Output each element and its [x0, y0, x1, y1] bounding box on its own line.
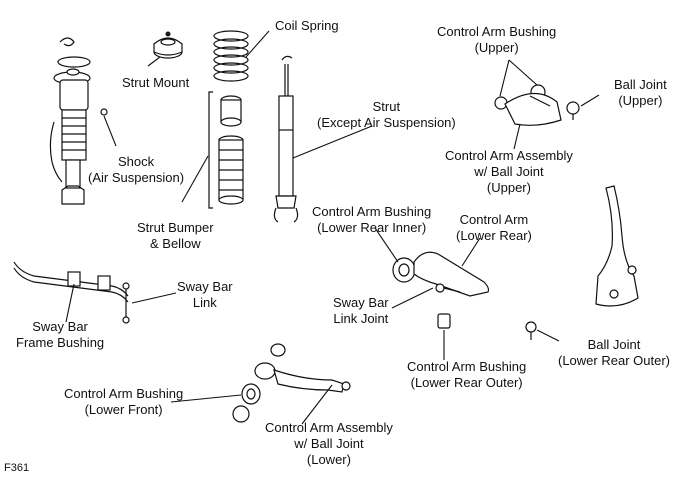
label-line: Sway Bar — [32, 319, 88, 334]
label-line: Control Arm Assembly — [445, 148, 573, 163]
label-ball-joint-upper: Ball Joint (Upper) — [614, 77, 667, 109]
upper-control-arm-part — [494, 84, 580, 126]
lower-rear-control-arm-part — [392, 251, 490, 297]
label-control-arm-assembly-lower: Control Arm Assembly w/ Ball Joint (Lowe… — [265, 420, 393, 468]
strut-bumper-part — [208, 91, 244, 209]
label-line: Control Arm Assembly — [265, 420, 393, 435]
label-line: Link Joint — [333, 311, 389, 326]
ball-joint-lower-rear-outer-part — [525, 321, 537, 340]
label-line: Strut Mount — [122, 75, 190, 90]
label-control-arm-lower-rear: Control Arm (Lower Rear) — [456, 212, 532, 244]
label-line: (Lower Rear Inner) — [317, 220, 427, 235]
sway-bar-part — [13, 261, 129, 303]
label-line: Coil Spring — [275, 18, 339, 33]
leader-lines — [65, 30, 600, 425]
label-strut-bumper: Strut Bumper & Bellow — [137, 220, 214, 252]
label-sway-bar-frame-bushing: Sway Bar Frame Bushing — [16, 319, 104, 351]
air-shock-part — [49, 37, 108, 205]
label-sway-bar-link-joint: Sway Bar Link Joint — [333, 295, 389, 327]
label-line: & Bellow — [150, 236, 201, 251]
label-line: Control Arm Bushing — [64, 386, 184, 401]
label-line: (Lower Rear) — [456, 228, 532, 243]
label-line: Link — [192, 295, 217, 310]
label-control-arm-bushing-lower-front: Control Arm Bushing (Lower Front) — [64, 386, 183, 418]
knuckle-part — [595, 185, 639, 307]
label-line: w/ Ball Joint — [474, 164, 544, 179]
label-line: Frame Bushing — [16, 335, 105, 350]
label-control-arm-bushing-upper: Control Arm Bushing (Upper) — [437, 24, 556, 56]
label-ball-joint-lower-rear-outer: Ball Joint (Lower Rear Outer) — [558, 337, 670, 369]
label-strut: Strut (Except Air Suspension) — [317, 99, 456, 131]
label-line: (Lower Rear Outer) — [558, 353, 670, 368]
label-line: Shock — [117, 154, 155, 169]
label-sway-bar-link: Sway Bar Link — [177, 279, 233, 311]
label-shock: Shock (Air Suspension) — [88, 154, 184, 186]
label-line: Ball Joint — [587, 337, 641, 352]
label-line: Sway Bar — [177, 279, 233, 294]
label-control-arm-bushing-lower-rear-inner: Control Arm Bushing (Lower Rear Inner) — [312, 204, 431, 236]
label-line: Sway Bar — [333, 295, 389, 310]
label-control-arm-assembly-upper: Control Arm Assembly w/ Ball Joint (Uppe… — [445, 148, 573, 196]
label-control-arm-bushing-lower-rear-outer: Control Arm Bushing (Lower Rear Outer) — [407, 359, 526, 391]
label-line: Control Arm Bushing — [437, 24, 557, 39]
label-line: (Air Suspension) — [88, 170, 185, 185]
label-line: (Upper) — [618, 93, 663, 108]
label-line: (Lower) — [306, 452, 351, 467]
label-line: (Lower Front) — [84, 402, 163, 417]
label-strut-mount: Strut Mount — [122, 75, 189, 91]
label-line: Ball Joint — [614, 77, 667, 92]
coil-spring-part — [213, 30, 249, 82]
figure-id: F361 — [4, 462, 30, 474]
label-line: Control Arm Bushing — [312, 204, 432, 219]
label-line: Control Arm Bushing — [407, 359, 527, 374]
lower-control-arm-part — [232, 343, 351, 423]
label-line: Strut Bumper — [137, 220, 214, 235]
label-line: (Except Air Suspension) — [317, 115, 456, 130]
label-line: (Upper) — [486, 180, 531, 195]
strut-part — [273, 55, 299, 223]
label-line: (Lower Rear Outer) — [410, 375, 523, 390]
label-line: Strut — [372, 99, 401, 114]
strut-mount-part — [153, 31, 183, 59]
label-line: w/ Ball Joint — [294, 436, 364, 451]
label-line: (Upper) — [474, 40, 519, 55]
label-coil-spring: Coil Spring — [275, 18, 339, 34]
bushing-lower-rear-outer-part — [437, 313, 451, 329]
sway-bar-link-part — [122, 282, 130, 324]
label-line: Control Arm — [459, 212, 529, 227]
